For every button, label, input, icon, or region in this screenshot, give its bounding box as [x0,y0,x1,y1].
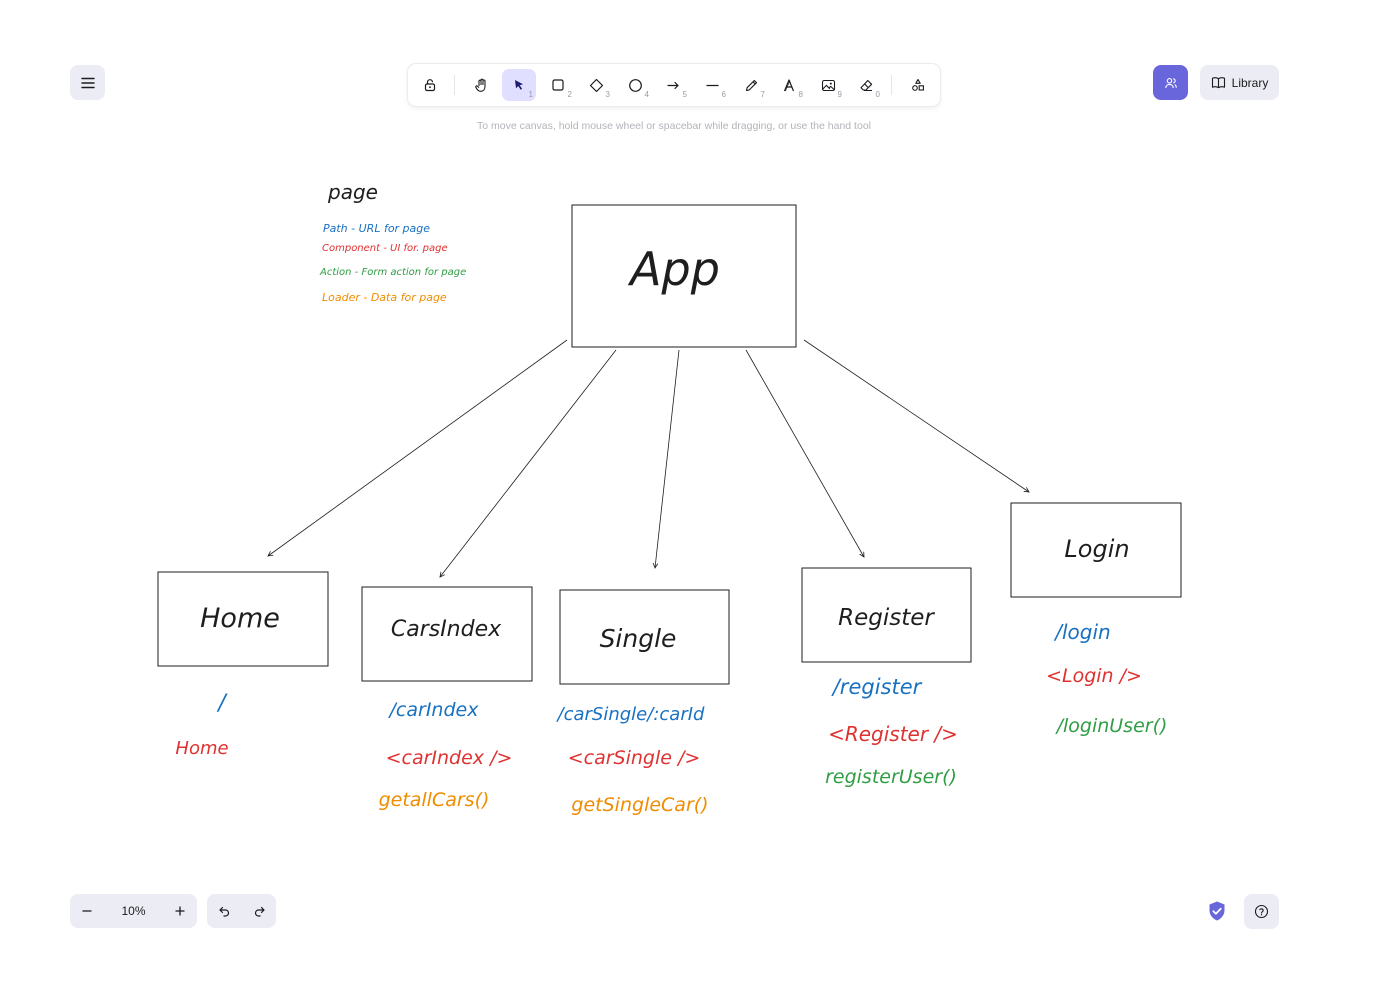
app-label: App [627,242,720,296]
toolbar-separator [891,75,892,95]
ellipse-icon [628,78,642,92]
help-button[interactable] [1244,894,1279,929]
register-label: Register [838,605,935,631]
text-icon [783,78,794,91]
register-action: registerUser() [825,766,957,788]
book-icon [1211,77,1225,89]
minus-icon [82,910,92,912]
tool-arrow[interactable]: 5 [656,69,690,101]
tool-line[interactable]: 6 [695,69,729,101]
legend-title: page [327,180,378,204]
tool-key: 6 [721,90,726,99]
zoom-out-button[interactable] [70,894,104,928]
arrow-right-icon [666,81,679,89]
pointer-icon [515,80,523,90]
tool-key: 9 [837,90,842,99]
tool-key: 3 [605,90,610,99]
eraser-icon [859,79,872,91]
register-path: /register [831,675,923,699]
tool-hand[interactable] [464,69,498,101]
zoom-in-button[interactable] [163,894,197,928]
legend-item-action: Action - Form action for page [319,267,466,278]
pencil-icon [745,79,757,91]
plus-icon [175,906,185,916]
arrow-app-register[interactable] [745,349,864,557]
tool-ellipse[interactable]: 4 [618,69,652,101]
carsindex-path: /carIndex [388,699,480,721]
tool-rectangle[interactable]: 2 [541,69,575,101]
home-box[interactable] [157,571,329,667]
undo-icon [218,906,229,917]
single-component: <carSingle /> [568,747,701,769]
help-circle-icon [1254,904,1269,919]
tool-lock[interactable] [413,69,447,101]
collaborate-button[interactable] [1153,65,1188,100]
rectangle-icon [552,79,564,91]
tool-key: 0 [875,90,880,99]
carsindex-box[interactable] [361,586,533,682]
home-component: Home [175,738,228,759]
diamond-icon [589,78,603,92]
shield-check-icon[interactable] [1205,899,1229,923]
tool-selection[interactable]: 1 [502,69,536,101]
tool-key: 4 [644,90,649,99]
lock-icon [424,79,436,92]
hand-icon [474,78,486,92]
single-label: Single [600,624,677,653]
home-path: / [216,691,228,716]
login-component: <Login /> [1046,665,1142,687]
carsindex-component: <carIndex /> [386,747,513,769]
image-icon [821,79,835,91]
home-label: Home [200,603,280,634]
hamburger-icon [80,77,95,88]
single-box[interactable] [559,589,730,685]
tool-extra-tools[interactable] [901,69,935,101]
undo-button[interactable] [207,894,241,928]
canvas-hint: To move canvas, hold mouse wheel or spac… [477,120,871,132]
tool-diamond[interactable]: 3 [579,69,613,101]
history-controls [207,894,276,928]
arrow-app-login[interactable] [803,339,1029,492]
users-icon [1164,77,1177,88]
shapes-icon [912,78,924,91]
tool-key: 7 [760,90,765,99]
shapes-toolbar: 1 2 3 4 5 6 7 8 9 0 [408,64,940,106]
login-box[interactable] [1010,502,1182,598]
legend-item-path: Path - URL for page [323,222,430,235]
tool-eraser[interactable]: 0 [849,69,883,101]
carsindex-loader: getallCars() [379,789,490,811]
main-menu-button[interactable] [70,65,105,100]
arrow-app-home[interactable] [268,339,568,556]
register-box[interactable] [801,567,972,663]
arrow-app-carsindex[interactable] [440,349,617,577]
tool-image[interactable]: 9 [811,69,845,101]
tool-key: 5 [682,90,687,99]
tool-key: 1 [528,90,533,99]
tool-draw[interactable]: 7 [734,69,768,101]
register-component: <Register /> [828,722,958,746]
login-action: /loginUser() [1055,715,1168,737]
login-label: Login [1064,535,1129,563]
tool-text[interactable]: 8 [772,69,806,101]
redo-button[interactable] [242,894,276,928]
login-path: /login [1053,620,1110,644]
legend-item-component: Component - UI for. page [322,243,448,254]
single-path: /carSingle/:carId [556,704,705,725]
zoom-reset-button[interactable]: 10% [121,904,146,918]
toolbar-separator [454,75,455,95]
library-button[interactable]: Library [1200,65,1279,100]
app-box[interactable] [571,204,797,348]
single-loader: getSingleCar() [571,794,708,816]
carsindex-label: CarsIndex [391,617,502,642]
library-label: Library [1231,75,1269,90]
redo-icon [254,906,265,917]
arrow-app-single[interactable] [655,349,680,568]
zoom-controls: 10% [70,894,197,928]
tool-key: 8 [798,90,803,99]
line-icon [705,84,719,86]
legend-item-loader: Loader - Data for page [322,291,447,304]
tool-key: 2 [567,90,572,99]
